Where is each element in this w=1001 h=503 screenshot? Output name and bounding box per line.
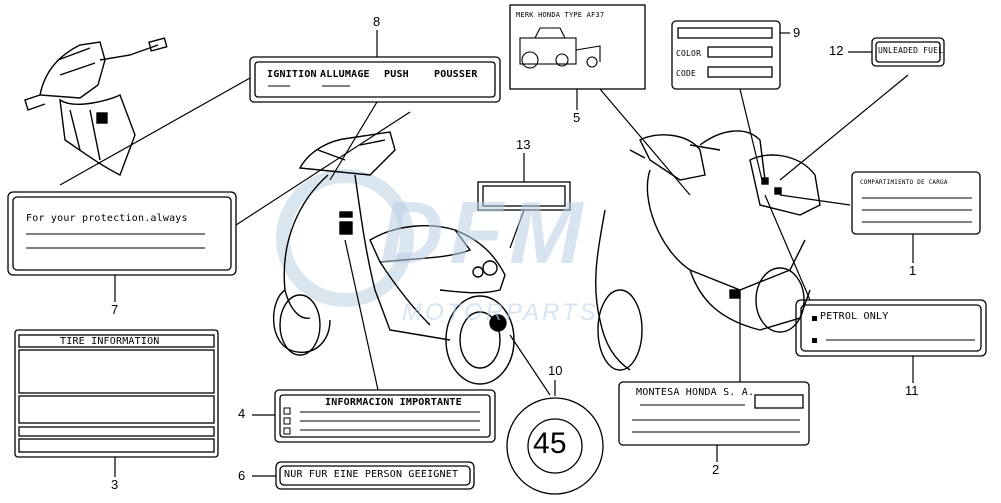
speed-limit-value: 45	[533, 427, 567, 460]
watermark-globe	[276, 169, 414, 307]
code-text: CODE	[676, 69, 697, 78]
watermark-brand: DFM	[380, 183, 589, 282]
color-text: COLOR	[676, 49, 702, 58]
ignition-text: IGNITION	[267, 70, 317, 80]
callout-12: 12	[829, 43, 844, 58]
callout-11: 11	[905, 383, 919, 398]
pousser-text: POUSSER	[434, 69, 478, 80]
person-text: NUR FUR EINE PERSON GEEIGNET	[284, 469, 459, 480]
bullet-mark	[812, 316, 817, 321]
decal-outlines	[7, 4, 987, 495]
informacion-text: INFORMACION IMPORTANTE	[325, 397, 462, 408]
callout-13: 13	[516, 137, 531, 152]
watermark-tagline: MOTORPARTS	[402, 299, 599, 326]
callout-10: 10	[548, 363, 563, 378]
callout-9: 9	[793, 25, 801, 40]
right-scooter-illustration	[595, 130, 821, 371]
merk-text: MERK HONDA TYPE AF37	[516, 11, 605, 19]
ignition-word: IGNITION	[267, 69, 317, 80]
allumage-text: ALLUMAGE	[320, 69, 370, 80]
handlebar-illustration	[24, 37, 168, 176]
protection-text: For your protection.always	[26, 213, 188, 224]
callout-1: 1	[909, 263, 917, 278]
callout-2: 2	[712, 462, 720, 477]
petrol-text: PETROL ONLY	[820, 311, 889, 322]
callout-5: 5	[573, 110, 581, 125]
bullet-mark	[812, 338, 817, 343]
tractor-picture	[519, 27, 601, 69]
unleaded-text: UNLEADED FUEL	[878, 46, 944, 55]
decal-blank-lines	[26, 85, 975, 433]
tire-information-text: TIRE INFORMATION	[60, 336, 160, 347]
callout-8: 8	[373, 14, 381, 29]
callout-4: 4	[238, 406, 246, 421]
compartimiento-text: COMPARTIMIENTO DE CARGA	[860, 179, 948, 186]
left-scooter-illustration	[272, 131, 515, 385]
callout-7: 7	[111, 302, 119, 317]
leader-lines	[59, 30, 914, 477]
montesa-text: MONTESA HONDA S. A.	[636, 387, 755, 398]
push-text: PUSH	[384, 69, 409, 80]
callout-6: 6	[238, 468, 246, 483]
checkbox-marks	[283, 407, 291, 435]
callout-3: 3	[111, 477, 119, 492]
